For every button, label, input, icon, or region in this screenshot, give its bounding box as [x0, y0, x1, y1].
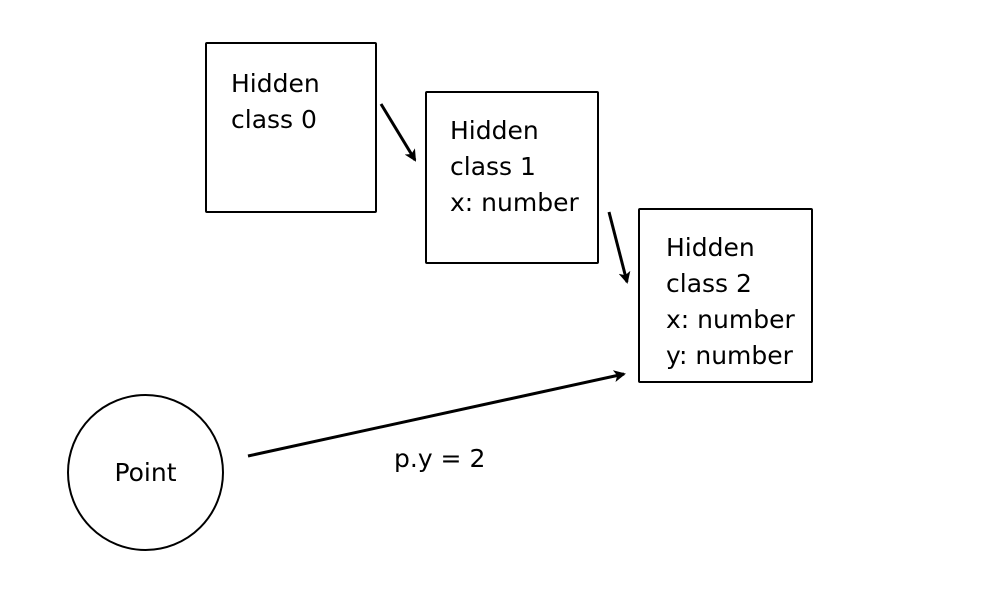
- arrow-class-1-to-class-2: [607, 211, 631, 284]
- arrow-point-to-class-2: [247, 370, 626, 458]
- hidden-class-0-line-2: class 0: [231, 105, 317, 134]
- point-object-label: Point: [114, 458, 177, 487]
- hidden-class-0-box: Hidden class 0: [205, 42, 377, 213]
- hidden-class-2-line-3: x: number: [666, 305, 795, 334]
- hidden-class-0-text: Hidden class 0: [231, 66, 320, 138]
- hidden-class-1-line-3: x: number: [450, 188, 579, 217]
- transition-label: p.y = 2: [394, 444, 486, 473]
- point-object-circle: Point: [67, 394, 224, 551]
- hidden-class-2-line-1: Hidden: [666, 233, 755, 262]
- hidden-class-1-line-1: Hidden: [450, 116, 539, 145]
- hidden-class-2-line-2: class 2: [666, 269, 752, 298]
- hidden-class-1-text: Hidden class 1 x: number: [450, 113, 579, 221]
- hidden-class-1-box: Hidden class 1 x: number: [425, 91, 599, 264]
- arrow-class-0-to-class-1: [379, 103, 417, 162]
- hidden-class-2-text: Hidden class 2 x: number y: number: [666, 230, 795, 374]
- hidden-class-2-line-4: y: number: [666, 341, 793, 370]
- hidden-class-2-box: Hidden class 2 x: number y: number: [638, 208, 813, 383]
- hidden-class-0-line-1: Hidden: [231, 69, 320, 98]
- hidden-class-1-line-2: class 1: [450, 152, 536, 181]
